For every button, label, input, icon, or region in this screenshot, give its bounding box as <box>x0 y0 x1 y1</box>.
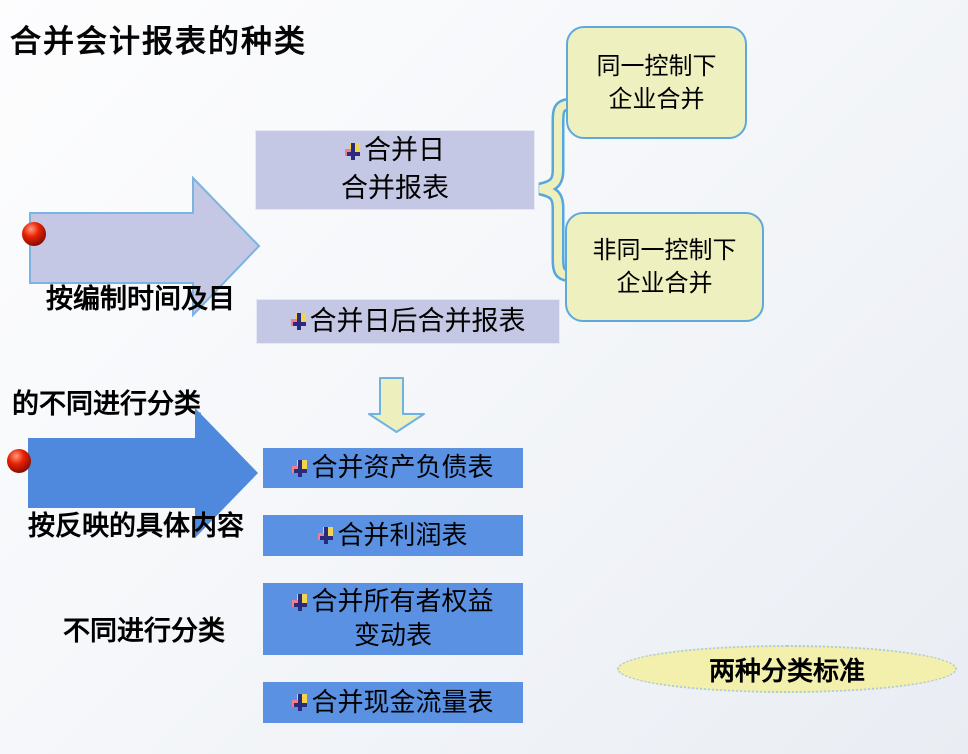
after-merge-date-report-box: 合并日后合并报表 <box>256 299 560 344</box>
callout-same-control: 同一控制下 企业合并 <box>566 26 747 139</box>
statement-box-row: 合并资产负债表 <box>292 451 494 485</box>
callout-non-same-control-line2: 企业合并 <box>616 269 713 297</box>
statement-box-text-line2: 变动表 <box>353 621 432 651</box>
footer-note-ellipse: 两种分类标准 <box>617 645 957 693</box>
down-arrow-shape <box>368 377 425 433</box>
after-merge-date-report-line: 合并日后合并报表 <box>290 303 526 341</box>
merge-date-report-line1: 合并日 <box>345 132 445 170</box>
red-sphere-bullet-icon <box>22 222 46 246</box>
callout-non-same-control-line1: 非同一控制下 <box>592 236 737 264</box>
statement-box-cash-flow: 合并现金流量表 <box>263 682 523 723</box>
time-classification-label-line2: 的不同进行分类 <box>12 389 201 420</box>
content-classification-label: 按反映的具体内容 不同进行分类 <box>28 439 260 719</box>
statement-box-text: 合并资产负债表 <box>311 453 494 483</box>
content-classification-label-line1: 按反映的具体内容 <box>28 511 244 542</box>
right-arrow-polygon <box>28 408 258 538</box>
plus-bullet-icon <box>292 459 309 477</box>
statement-box-row: 合并所有者权益 <box>292 585 494 619</box>
after-merge-date-report-text: 合并日后合并报表 <box>309 305 526 337</box>
statement-box-text: 合并利润表 <box>337 520 468 551</box>
plus-bullet-icon <box>292 694 309 711</box>
plus-bullet-icon <box>318 527 335 544</box>
time-classification-label-line1: 按编制时间及目 <box>46 284 235 315</box>
merge-date-report-box: 合并日 合并报表 <box>255 130 535 210</box>
plus-bullet-icon <box>292 593 309 611</box>
red-sphere-bullet-icon <box>7 449 31 473</box>
plus-bullet-icon <box>345 142 362 160</box>
statement-box-balance-sheet: 合并资产负债表 <box>263 448 523 488</box>
statement-box-equity-change: 合并所有者权益 变动表 <box>263 583 523 655</box>
footer-note-text: 两种分类标准 <box>708 656 865 687</box>
down-arrow-polygon <box>368 377 425 433</box>
page-title: 合并会计报表的种类 <box>10 24 307 60</box>
right-arrow-shape-content <box>28 408 258 538</box>
time-classification-label: 按编制时间及目 的不同进行分类 <box>12 212 262 492</box>
callout-same-control-line1: 同一控制下 <box>596 51 717 80</box>
content-classification-label-line2: 不同进行分类 <box>63 616 225 647</box>
statement-box-text: 合并现金流量表 <box>311 687 494 718</box>
right-arrow-shape-time <box>29 175 261 318</box>
statement-box-row: 合并现金流量表 <box>292 686 494 720</box>
callout-non-same-control: 非同一控制下 企业合并 <box>565 212 764 322</box>
callout-same-control-line2: 企业合并 <box>608 84 705 113</box>
statement-box-text: 合并所有者权益 <box>311 587 494 617</box>
curly-brace <box>538 97 580 283</box>
merge-date-report-text2: 合并报表 <box>341 173 449 204</box>
right-arrow-polygon <box>29 175 261 318</box>
plus-bullet-icon <box>290 313 308 330</box>
statement-box-income: 合并利润表 <box>263 515 523 556</box>
statement-box-row: 合并利润表 <box>318 519 468 553</box>
merge-date-report-text1: 合并日 <box>364 135 445 166</box>
